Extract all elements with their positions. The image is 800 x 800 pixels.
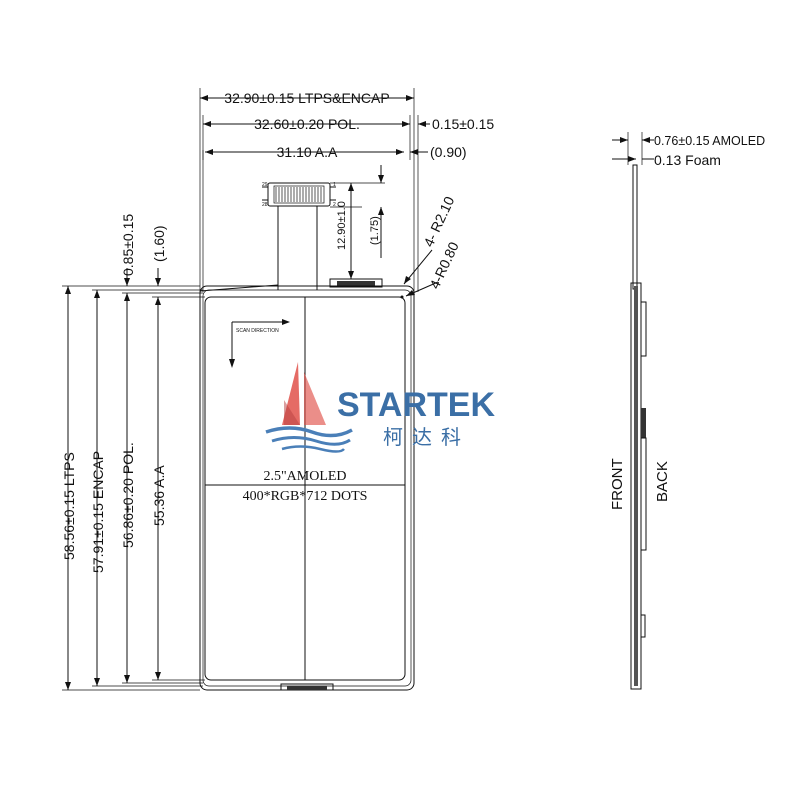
pin-label-1: 1 — [333, 182, 336, 188]
height-dimensions: 58.56±0.15 LTPS 57.91±0.15 ENCAP 56.86±0… — [61, 214, 205, 691]
panel-outline — [199, 285, 415, 691]
ltps-encap-width-label: 32.90±0.15 LTPS&ENCAP — [224, 90, 389, 106]
pin-label-28: 28 — [262, 202, 268, 208]
pol-height-label: 56.86±0.20 POL. — [120, 442, 136, 548]
panel-resolution-label: 400*RGB*712 DOTS — [243, 489, 368, 504]
brand-name: STARTEK — [337, 386, 495, 424]
brand-chinese: 柯达科 — [383, 425, 470, 449]
pol-width-label: 32.60±0.20 POL. — [254, 116, 360, 132]
startek-logo: STARTEK 柯达科 — [265, 362, 495, 453]
scan-direction-text: SCAN DIRECTION — [236, 328, 279, 334]
fpc-height-label: 12.90±1.0 — [336, 201, 348, 250]
foam-thickness-label: 0.13 Foam — [654, 152, 721, 168]
scan-direction-mark: SCAN DIRECTION — [229, 319, 290, 368]
fpc-ref-label: (1.75) — [369, 216, 381, 245]
aa-height-label: 55.36 A.A — [151, 465, 167, 526]
width-dimensions: 32.90±0.15 LTPS&ENCAP 32.60±0.20 POL. 0.… — [199, 88, 494, 292]
aa-offset-label: (0.90) — [430, 144, 467, 160]
wave-icon — [265, 426, 353, 438]
fpc-height-dims: 12.90±1.0 (1.75) — [330, 165, 385, 279]
radius-leaders: 4- R2.10 4-R0.80 — [403, 194, 462, 297]
amoled-thickness-label: 0.76±0.15 AMOLED — [654, 134, 765, 148]
aa-width-label: 31.10 A.A — [277, 144, 338, 160]
pin-label-29: 29 — [262, 182, 268, 188]
panel-size-label: 2.5"AMOLED — [263, 469, 346, 484]
encap-height-label: 57.91±0.15 ENCAP — [90, 451, 106, 573]
outer-radius-label: 4- R2.10 — [420, 194, 457, 250]
pol-offset-label: 0.15±0.15 — [432, 116, 494, 132]
pin-label-2: 2 — [333, 202, 336, 208]
sail-right-icon — [304, 372, 326, 425]
fpc-connector: 29 1 28 2 — [199, 182, 383, 292]
front-label: FRONT — [609, 458, 626, 510]
top-offset-label: 0.85±0.15 — [120, 214, 136, 276]
top-ref-label: (1.60) — [151, 225, 167, 262]
side-view: 0.76±0.15 AMOLED 0.13 Foam FRONT BACK — [609, 132, 765, 690]
back-label: BACK — [654, 461, 671, 502]
ltps-height-label: 58.56±0.15 LTPS — [61, 452, 77, 560]
panel-labels: 2.5"AMOLED 400*RGB*712 DOTS — [243, 469, 368, 504]
